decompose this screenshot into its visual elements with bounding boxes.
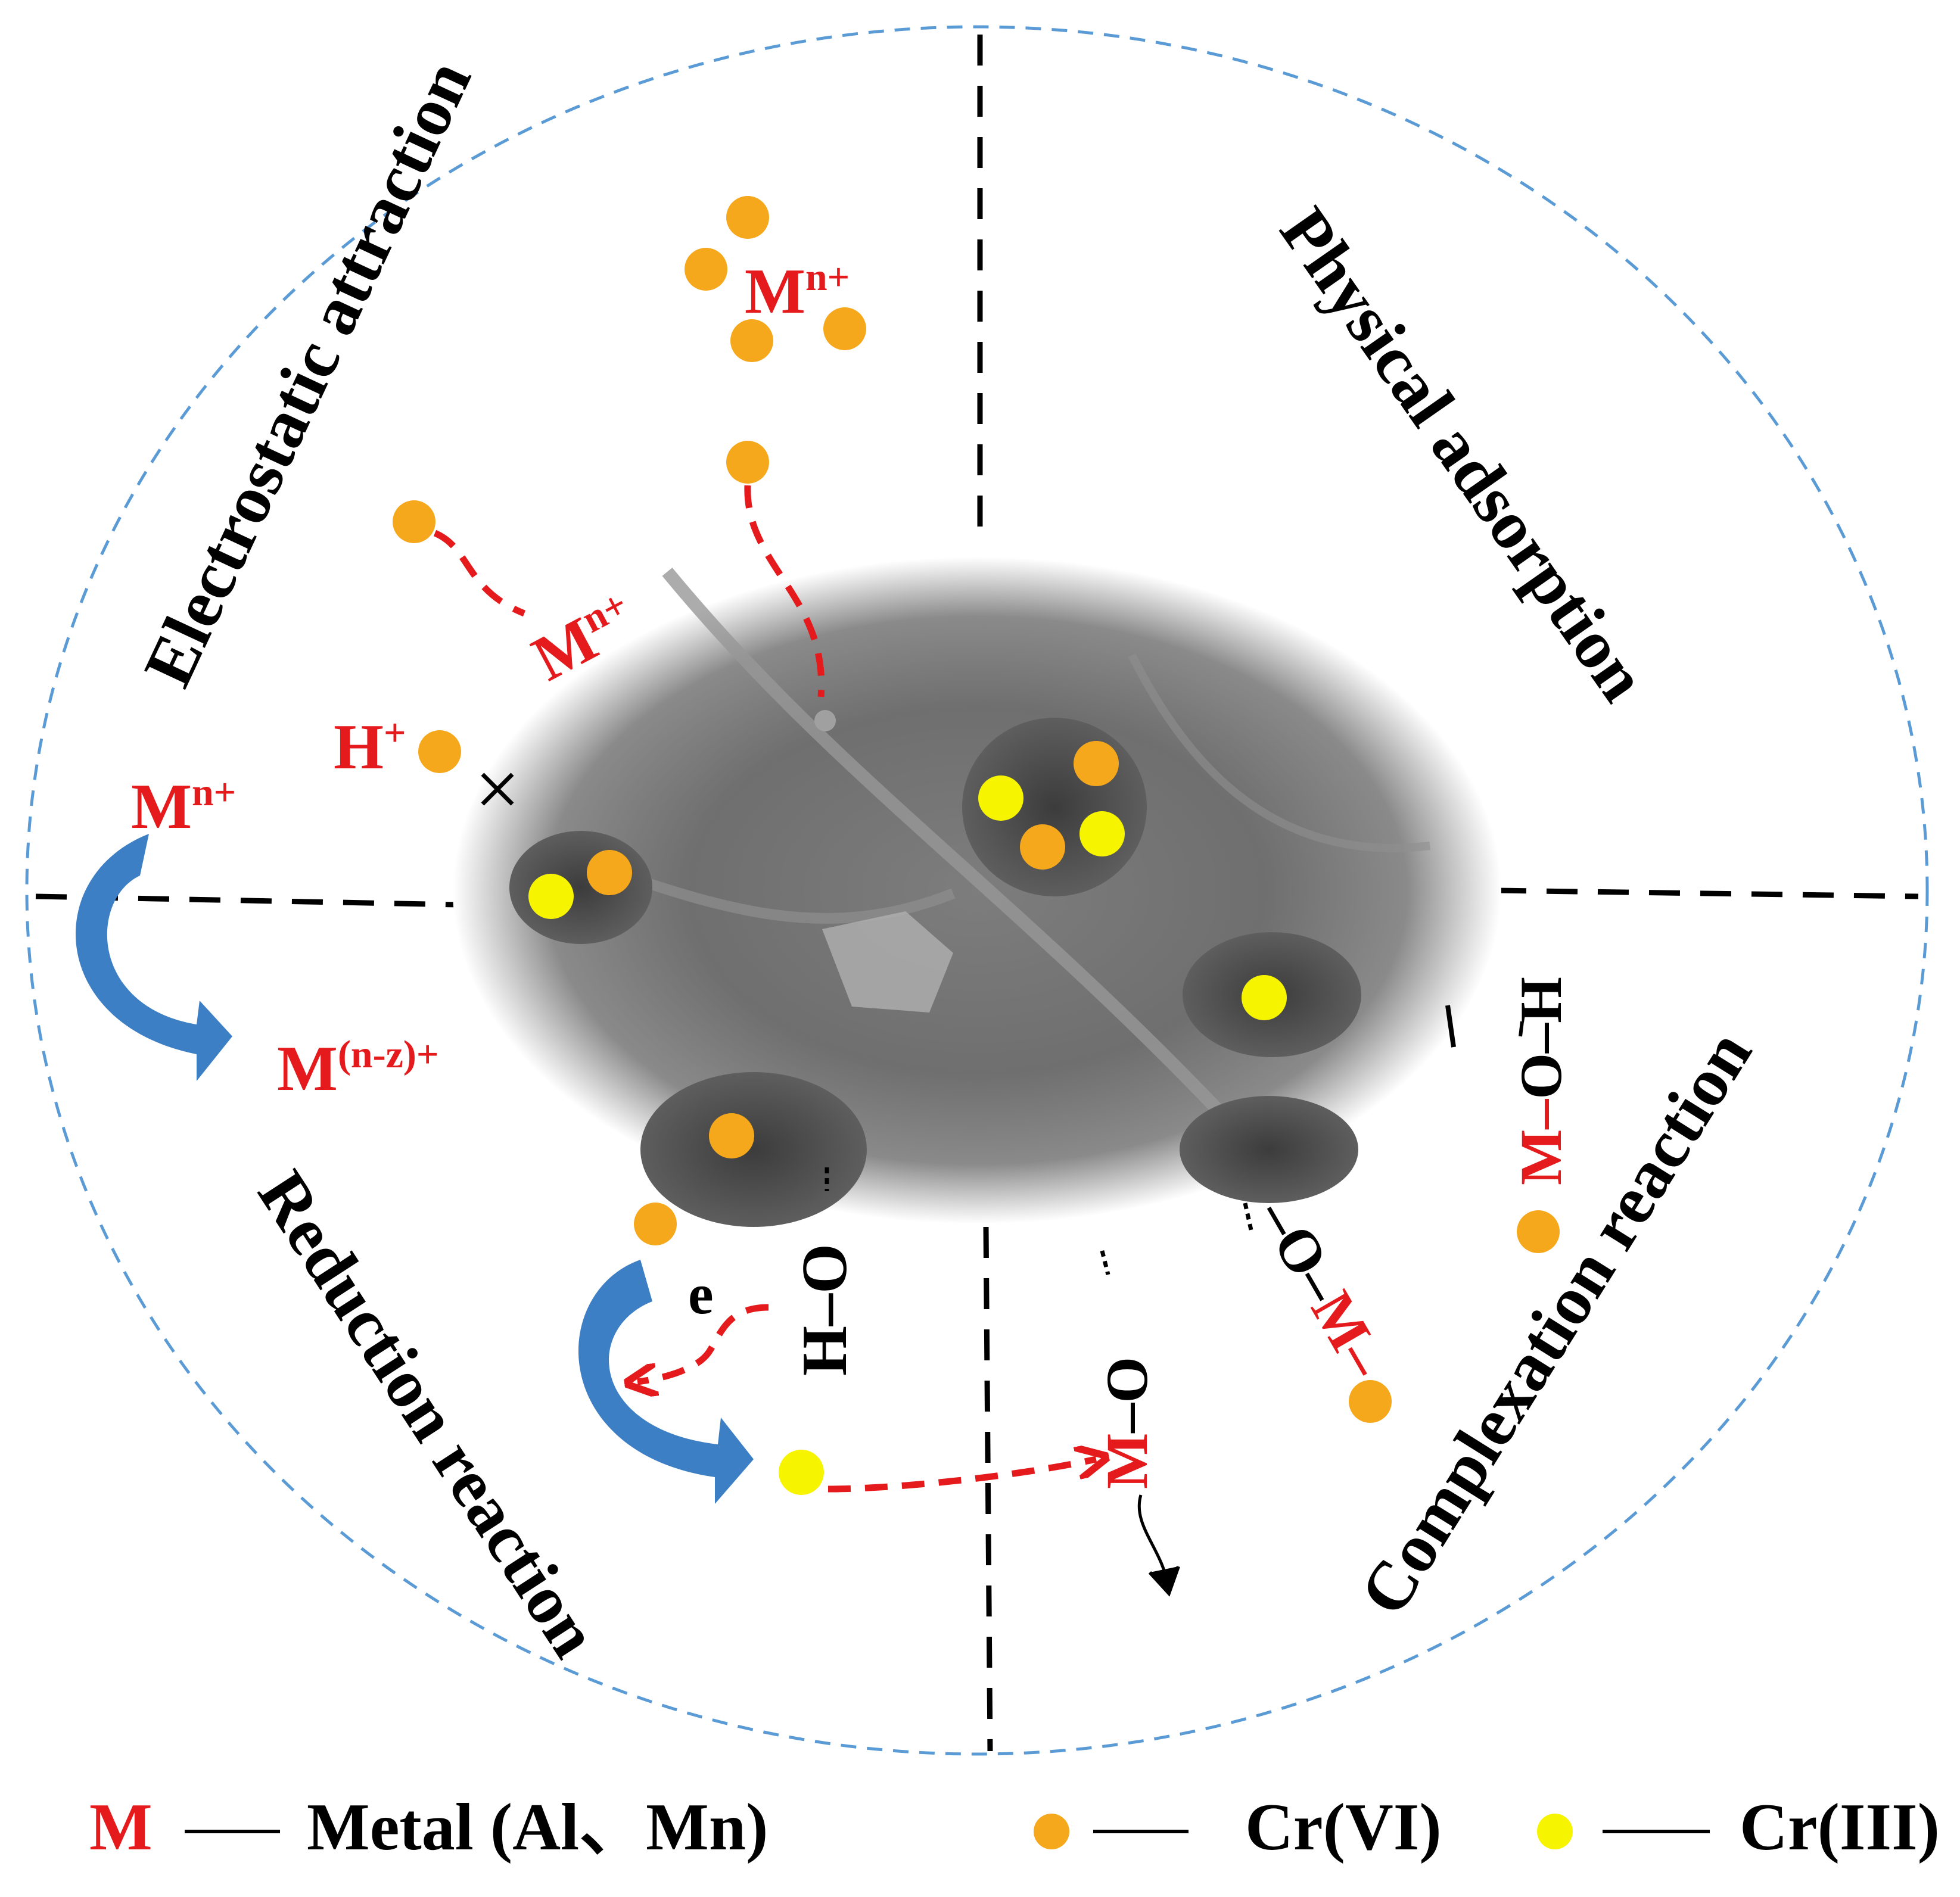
criii-dot (779, 1450, 824, 1495)
criii-dot (528, 874, 574, 919)
quadrant-reduction: Reduction reaction (243, 1158, 612, 1670)
crvi-dot (709, 1113, 754, 1158)
quadrant-physical: Physical adsorption (1265, 194, 1662, 714)
blue-arrows (75, 834, 754, 1504)
legend-metal-text: Metal (Al、Mn) (307, 1790, 768, 1864)
crvi-dot (1074, 741, 1119, 786)
svg-text:M–O–H: M–O–H (1508, 977, 1574, 1185)
reduced-metal-ion: M(n-z)+ (277, 1033, 438, 1104)
m-o-group: M–HO (1094, 1357, 1160, 1489)
crvi-dot (685, 248, 727, 291)
criii-dot (1079, 811, 1125, 856)
crvi-dot (1349, 1380, 1392, 1423)
criii-dot (978, 775, 1023, 821)
legend-criii-dot (1537, 1814, 1573, 1849)
crvi-dot (726, 441, 769, 484)
legend-criii-text: Cr(III) (1740, 1790, 1940, 1864)
proton-label: H+ (334, 711, 406, 783)
crvi-dot (393, 500, 435, 543)
metal-ion-label: Mn+ (745, 256, 850, 327)
crvi-dot (1517, 1210, 1560, 1253)
crvi-dot (418, 730, 461, 773)
svg-text:M–HO: M–HO (1094, 1357, 1160, 1489)
metal-ion-left: Mn+ (131, 771, 236, 842)
crvi-dot (634, 1203, 677, 1245)
svg-text:–O–M–: –O–M– (1245, 1188, 1399, 1388)
hydroxyl-label: H–O (789, 1244, 860, 1376)
bond-marks (481, 772, 1524, 1597)
m-o-h-group: M–O–H (1508, 977, 1574, 1185)
sem-micrograph (453, 557, 1501, 1227)
o-m-group: –O–M– (1245, 1188, 1399, 1388)
red-dashed-paths (433, 485, 1096, 1493)
legend-metal-symbol: M (89, 1790, 153, 1864)
blue-curved-arrow (578, 1260, 754, 1504)
crvi-dot (1020, 824, 1065, 870)
electron-label: e (688, 1262, 714, 1326)
outer-dashed-circle (25, 25, 1929, 1756)
crvi-dot (726, 196, 769, 239)
blue-curved-arrow (75, 834, 232, 1081)
crvi-dot (587, 850, 632, 895)
quadrant-electrostatic: Electrostatic attraction (130, 49, 486, 697)
legend-crvi-dot (1034, 1814, 1069, 1849)
legend-crvi-text: Cr(VI) (1245, 1790, 1442, 1864)
pore-particles (528, 741, 1287, 1158)
legend: M Metal (Al、Mn) Cr(VI) Cr(III) (89, 1790, 1940, 1864)
crvi-dot (730, 319, 773, 362)
crvi-dot (823, 307, 866, 350)
outer-particles (393, 196, 1560, 1495)
criii-dot (1242, 975, 1287, 1020)
